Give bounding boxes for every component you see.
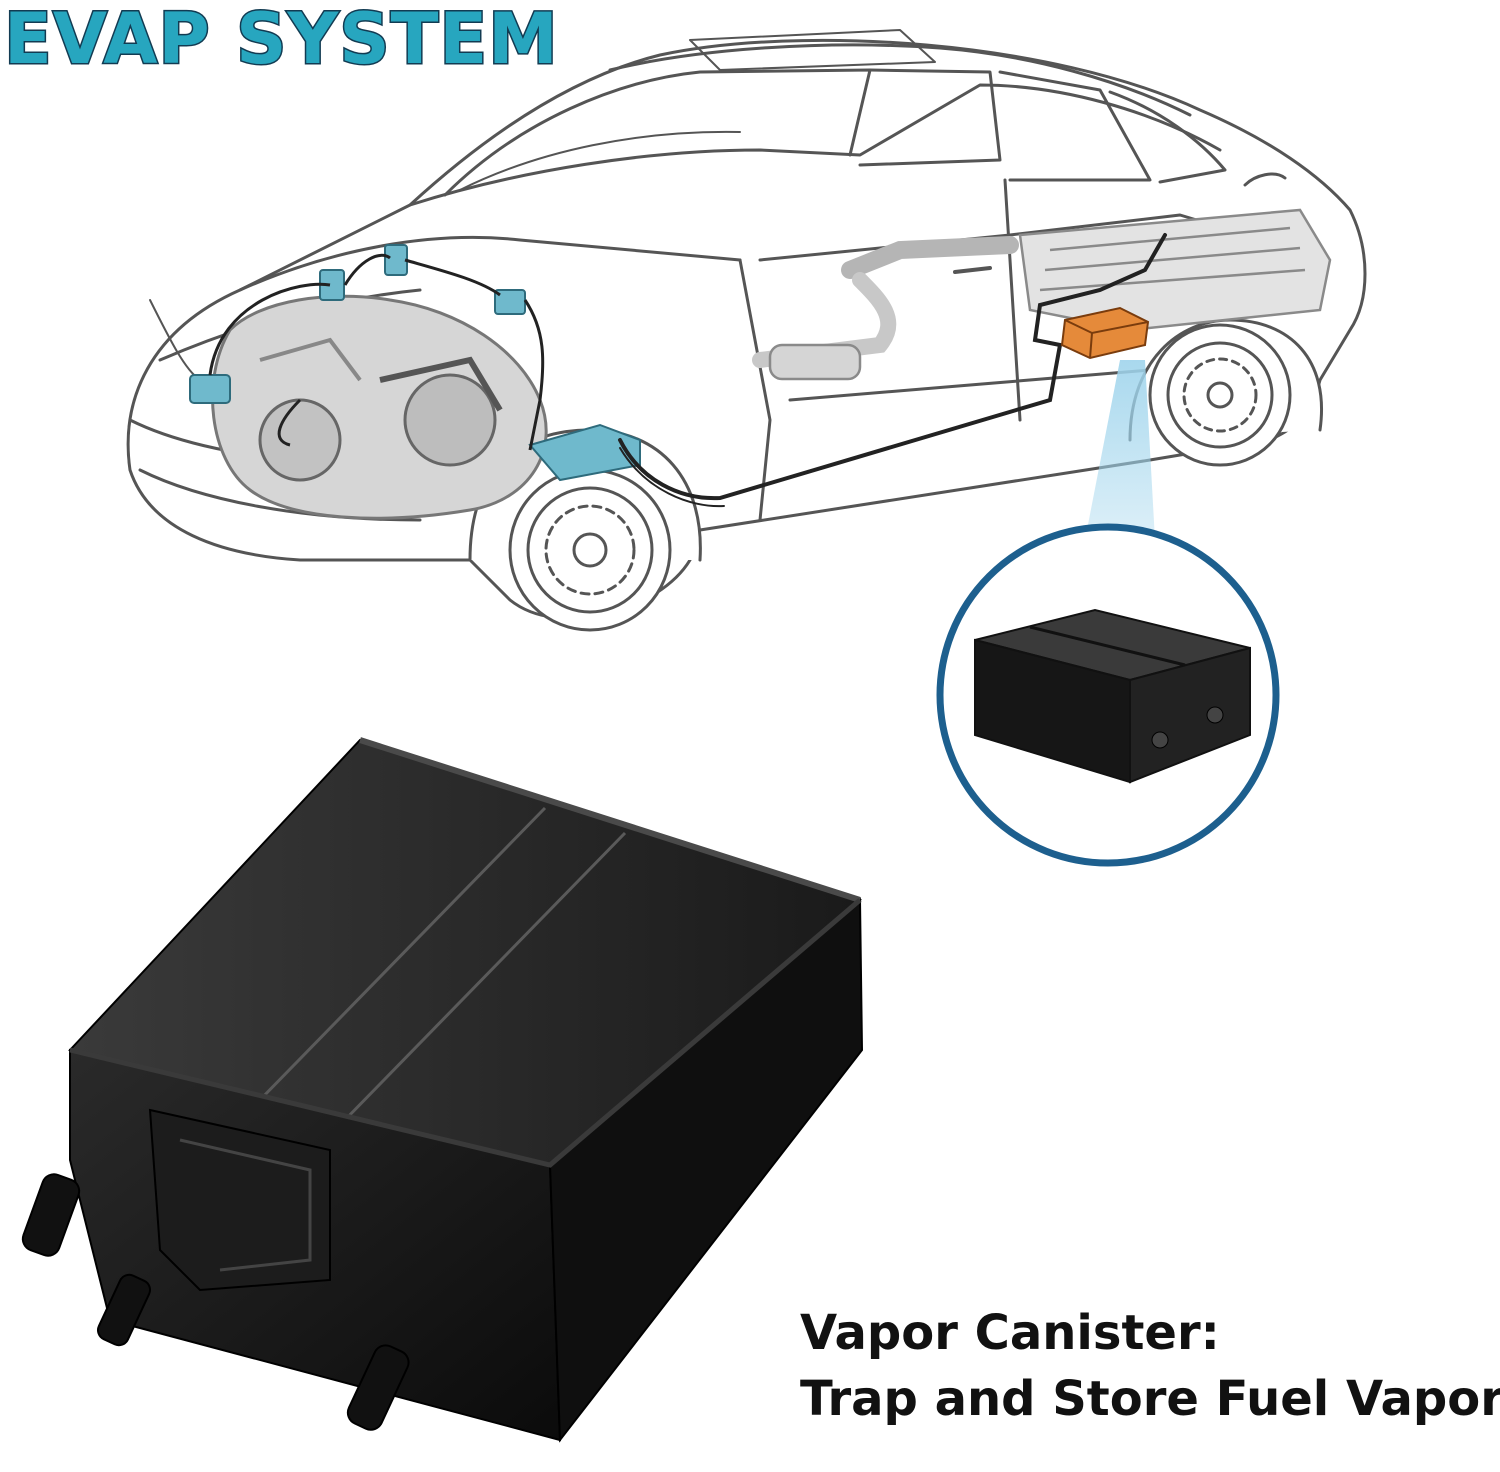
headline: EVAP SYSTEM <box>3 0 560 80</box>
caption-line-1: Vapor Canister: <box>800 1305 1220 1361</box>
callout-beam <box>1085 360 1155 540</box>
engine-illustration <box>189 244 641 520</box>
caption: Vapor Canister: Trap and Store Fuel Vapo… <box>800 1300 1500 1432</box>
canister-highlight <box>1060 306 1150 360</box>
caption-line-2: Trap and Store Fuel Vapors <box>800 1371 1500 1427</box>
vapor-canister-illustration <box>21 737 864 1443</box>
callout-circle <box>936 523 1280 867</box>
vapor-line <box>618 233 1167 508</box>
fuel-tank-illustration <box>752 208 1332 381</box>
